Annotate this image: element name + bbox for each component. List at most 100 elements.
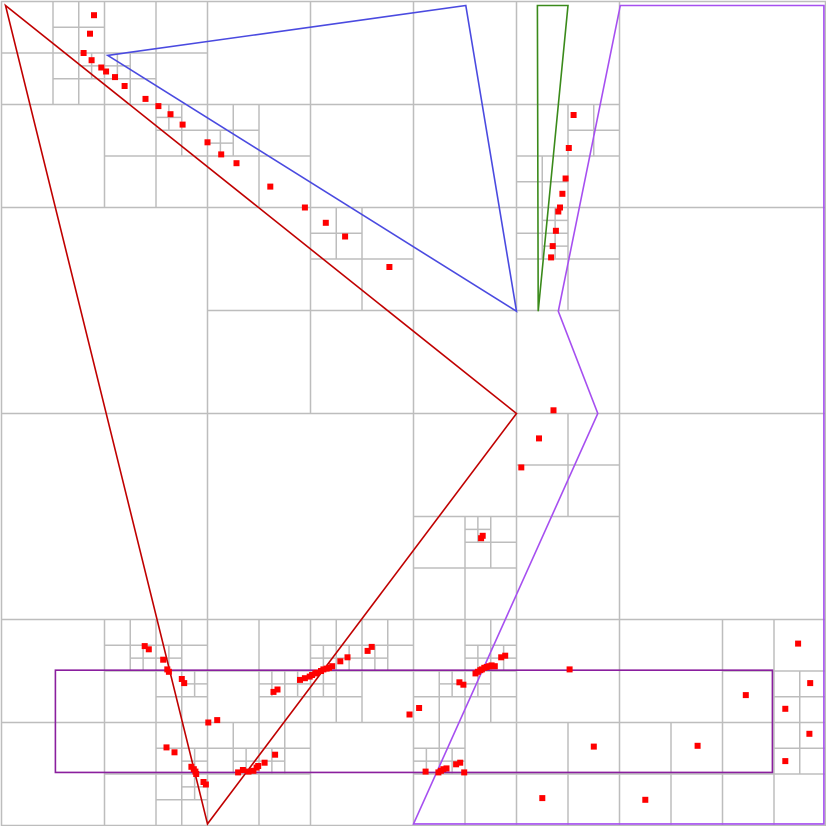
data-point [121, 83, 128, 89]
data-point [562, 175, 569, 182]
data-point [112, 74, 118, 81]
data-point [202, 781, 209, 788]
data-point [301, 675, 308, 682]
data-point [218, 151, 225, 158]
data-point [261, 759, 268, 766]
data-point [557, 204, 563, 211]
data-point [297, 676, 303, 683]
data-point [570, 112, 577, 118]
data-point [178, 676, 185, 682]
data-point [301, 204, 308, 211]
purple-polygon [54, 669, 774, 774]
data-point [88, 57, 95, 64]
data-point [782, 705, 789, 712]
data-point [566, 666, 573, 673]
point-layer [80, 12, 814, 803]
data-point [518, 464, 525, 471]
data-point [250, 767, 257, 774]
data-point [239, 767, 246, 773]
data-point [329, 663, 336, 670]
data-point [453, 761, 460, 768]
data-point [235, 769, 242, 776]
data-point [204, 139, 211, 146]
data-point [313, 669, 320, 676]
data-point [550, 407, 557, 414]
data-point [422, 768, 429, 775]
data-point [498, 654, 505, 661]
data-point [320, 666, 327, 673]
data-point [214, 717, 221, 724]
violet-polygon [412, 4, 825, 825]
data-point [245, 768, 252, 775]
data-point [478, 535, 485, 542]
data-point [326, 664, 332, 671]
data-point [642, 796, 649, 803]
data-point [491, 663, 498, 670]
data-point [807, 680, 814, 687]
data-point [205, 719, 212, 726]
data-point [91, 12, 97, 19]
polygon-layer [4, 3, 825, 826]
data-point [440, 766, 447, 773]
data-point [342, 233, 349, 240]
data-point [145, 646, 152, 653]
data-point [337, 658, 344, 665]
data-point [193, 771, 200, 777]
data-point [555, 208, 562, 215]
data-point [795, 640, 802, 647]
data-point [549, 243, 556, 250]
data-point [488, 662, 495, 669]
blue-polygon [105, 4, 518, 313]
data-point [179, 121, 186, 128]
data-point [163, 744, 170, 751]
data-point [142, 95, 149, 102]
data-point [552, 227, 559, 234]
data-point [416, 705, 423, 711]
data-point [536, 435, 542, 442]
data-point [694, 742, 701, 749]
data-point [155, 103, 162, 110]
data-point [270, 688, 277, 695]
data-point [98, 64, 105, 71]
data-point [539, 795, 546, 802]
data-point [309, 672, 316, 678]
data-point [322, 219, 329, 226]
data-point [160, 656, 167, 663]
green-polygon [536, 4, 569, 312]
data-point [165, 668, 172, 675]
data-point [559, 190, 566, 197]
data-point [87, 30, 93, 37]
data-point [274, 686, 281, 693]
data-point [806, 730, 813, 737]
data-point [80, 50, 87, 56]
data-point [742, 692, 749, 699]
data-point [255, 763, 262, 769]
data-point [233, 160, 240, 167]
data-point [782, 758, 789, 765]
data-point [386, 264, 393, 270]
data-point [364, 647, 371, 654]
data-point [368, 643, 375, 650]
data-point [502, 652, 509, 659]
data-point [548, 254, 555, 261]
data-point [171, 749, 178, 756]
data-point [460, 681, 467, 688]
data-point [103, 68, 110, 75]
data-point [344, 654, 351, 661]
data-point [406, 711, 413, 718]
data-point [443, 765, 450, 772]
data-point [590, 743, 597, 750]
data-point [457, 759, 464, 766]
data-point [456, 679, 463, 686]
data-point [461, 769, 468, 776]
data-point [272, 751, 279, 758]
data-point [565, 145, 572, 151]
red-polygon [4, 3, 518, 826]
data-point [141, 643, 148, 650]
data-point [181, 680, 188, 687]
data-point [167, 111, 174, 118]
data-point [267, 183, 274, 190]
